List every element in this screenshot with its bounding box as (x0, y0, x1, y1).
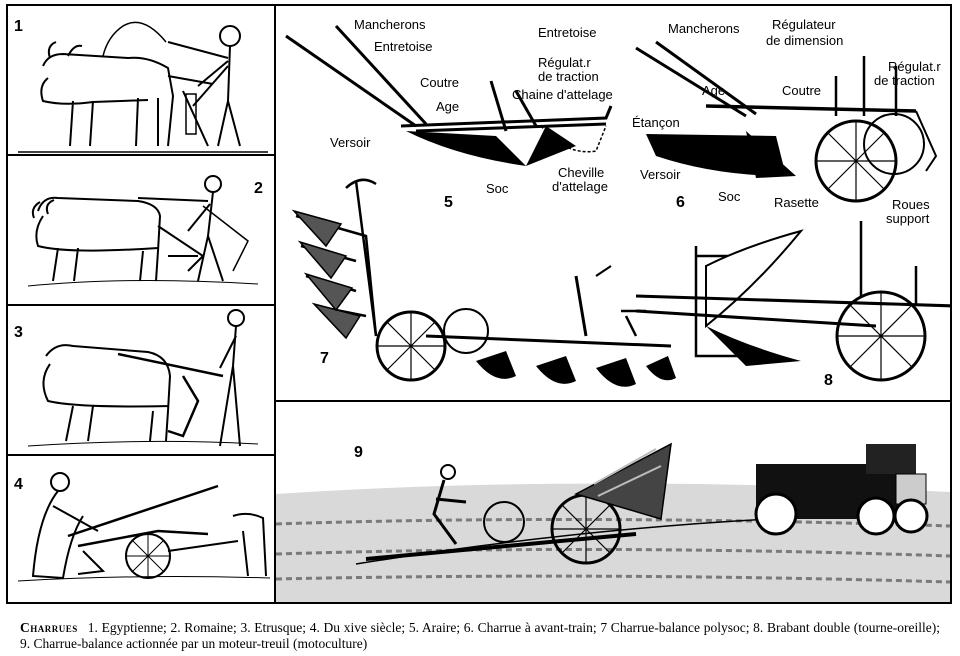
label-mancherons-6: Mancherons (668, 21, 740, 36)
panel-fig-1: 1 (8, 6, 274, 156)
label-regulat-6b: de traction (874, 73, 935, 88)
panel-fig-5-8: 5 6 7 8 Mancherons Entretoise Coutre Rég… (276, 6, 950, 402)
label-regulat-5: Régulat.r (538, 55, 591, 70)
label-etancon-6: Étançon (632, 115, 680, 130)
roman-plough-drawing (27, 175, 259, 287)
fig-number-3: 3 (14, 324, 23, 341)
label-age-5: Age (436, 99, 460, 114)
fig-number-8: 8 (824, 372, 833, 389)
label-roues-6b: support (886, 211, 930, 226)
caption-heading: Charrues (20, 620, 78, 635)
fig-number-4: 4 (14, 476, 23, 493)
etruscan-plough-drawing (27, 309, 259, 447)
label-coutre-5: Coutre (420, 75, 460, 90)
label-coutre-6: Coutre (782, 83, 822, 98)
motoculture-drawing (276, 442, 950, 602)
label-chaine-5: Chaine d'attelage (512, 87, 613, 102)
panel-fig-4: 4 (8, 456, 274, 602)
medieval-plough-drawing (17, 472, 271, 582)
label-regulat-6: Régulat.r (888, 59, 941, 74)
fig-number-1: 1 (14, 18, 23, 35)
label-entretoise-5: Entretoise (374, 39, 433, 54)
fig-number-6: 6 (676, 194, 685, 211)
caption-text: 1. Egyptienne; 2. Romaine; 3. Etrusque; … (20, 620, 940, 651)
label-versoir-6: Versoir (640, 167, 681, 182)
egyptian-plough-drawing (18, 21, 268, 153)
label-versoir-5: Versoir (330, 135, 371, 150)
illustration-plate: 1 2 3 (6, 4, 952, 604)
fig-number-2: 2 (254, 180, 263, 197)
label-regulat-5b: de traction (538, 69, 599, 84)
fig-number-9: 9 (354, 444, 363, 461)
label-cheville-5b: d'attelage (552, 179, 608, 194)
column-divider (274, 6, 276, 602)
plough-parts-drawing (285, 24, 950, 387)
label-regulateur-6: Régulateur (772, 17, 836, 32)
label-age-6: Age (702, 83, 726, 98)
fig-number-5: 5 (444, 194, 453, 211)
label-mancherons-5: Mancherons (354, 17, 426, 32)
label-rasette-6: Rasette (774, 195, 819, 210)
label-cheville-5: Cheville (558, 165, 605, 180)
label-soc-6: Soc (718, 189, 741, 204)
panel-fig-9: 9 (276, 404, 950, 602)
label-roues-6: Roues (892, 197, 930, 212)
panel-fig-3: 3 (8, 306, 274, 456)
panel-fig-2: 2 (8, 156, 274, 306)
label-regulateur-6b: de dimension (766, 33, 844, 48)
fig-number-7: 7 (320, 350, 329, 367)
label-entretoise-6: Entretoise (538, 25, 597, 40)
label-soc-5: Soc (486, 181, 509, 196)
